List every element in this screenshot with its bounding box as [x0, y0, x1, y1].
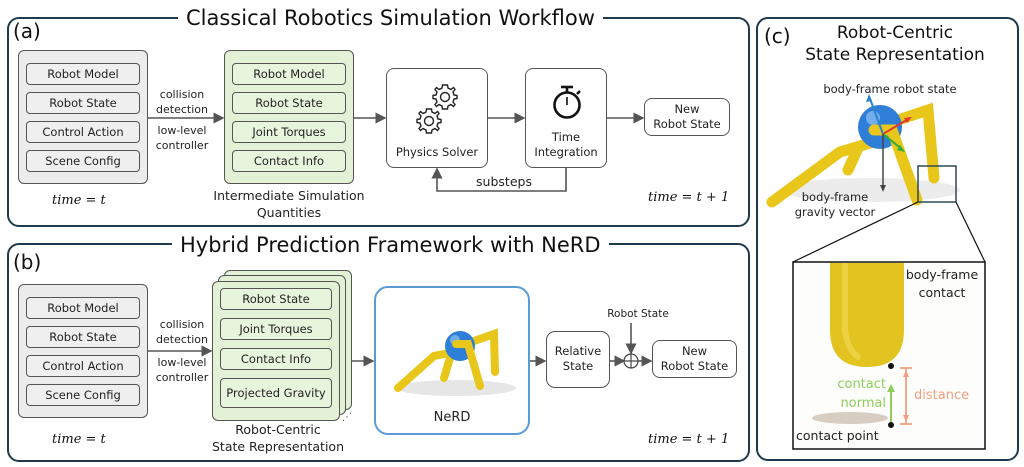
- panel-b-input-group: Robot Model Robot State Control Action S…: [18, 284, 148, 418]
- title-line: State Representation: [805, 45, 985, 65]
- panel-a-title: Classical Robotics Simulation Workflow: [178, 3, 603, 33]
- robot-leg: [440, 354, 454, 382]
- input-control-action: Control Action: [26, 355, 140, 377]
- caption-line: Robot-Centric: [235, 422, 321, 437]
- input-robot-state: Robot State: [26, 92, 140, 114]
- input-robot-model: Robot Model: [26, 297, 140, 319]
- body-frame-contact-label: body-frame contact: [900, 266, 984, 302]
- panel-a-controller-label: low-level controller: [152, 123, 212, 153]
- label-line: contact: [918, 285, 966, 300]
- panel-a-new-robot-state: New Robot State: [644, 98, 730, 136]
- representation-contact-info: Contact Info: [220, 348, 332, 370]
- relative-state-line-2: State: [562, 359, 594, 373]
- panel-b-representation-group: Robot State Joint Torques Contact Info P…: [212, 281, 340, 421]
- input-robot-model: Robot Model: [26, 63, 140, 85]
- time-integration-label-1: Time: [551, 130, 581, 144]
- label-line: detection: [156, 103, 208, 116]
- label-line: collision: [159, 88, 205, 101]
- gears-icon: [416, 84, 458, 134]
- time-integration-box: Time Integration: [525, 68, 607, 168]
- label-line: contact: [837, 377, 886, 392]
- contact-point-label: contact point: [796, 428, 879, 443]
- body-frame-state-label: body-frame robot state: [823, 82, 957, 96]
- label-line: low-level: [157, 124, 207, 137]
- representation-projected-gravity: Projected Gravity: [220, 378, 332, 408]
- relative-state-line-1: Relative: [554, 344, 602, 358]
- label-line: body-frame: [801, 190, 869, 204]
- physics-solver-box: Physics Solver: [386, 68, 488, 168]
- panel-a-collision-label: collision detection: [152, 87, 212, 117]
- substeps-label: substeps: [476, 174, 532, 189]
- label-line: gravity vector: [794, 205, 876, 219]
- nerd-label: NeRD: [433, 410, 471, 425]
- panel-a-time-start: time = t: [52, 193, 106, 208]
- panel-c-title: Robot-Centric State Representation: [790, 22, 1000, 66]
- panel-a-input-group: Robot Model Robot State Control Action S…: [18, 50, 148, 184]
- label-line: low-level: [157, 356, 207, 369]
- intermediate-contact-info: Contact Info: [232, 150, 346, 172]
- label-line: collision: [159, 318, 205, 331]
- caption-line: Quantities: [256, 205, 322, 220]
- panel-a-letter: (a): [13, 19, 41, 43]
- panel-b-representation-caption: Robot-Centric State Representation: [198, 421, 358, 455]
- panel-b-controller-label: low-level controller: [152, 355, 212, 385]
- robot-state-input-label: Robot State: [607, 308, 669, 320]
- physics-solver-label: Physics Solver: [395, 145, 479, 159]
- label-line: controller: [155, 371, 209, 384]
- input-scene-config: Scene Config: [26, 150, 140, 172]
- intermediate-robot-model: Robot Model: [232, 63, 346, 85]
- label-line: controller: [155, 139, 209, 152]
- input-control-action: Control Action: [26, 121, 140, 143]
- panel-b-time-start: time = t: [52, 432, 106, 447]
- input-scene-config: Scene Config: [26, 384, 140, 406]
- representation-joint-torques: Joint Torques: [220, 318, 332, 340]
- panel-b-title: Hybrid Prediction Framework with NeRD: [172, 230, 609, 260]
- panel-b-letter: (b): [13, 250, 42, 274]
- relative-state-box: Relative State: [546, 331, 610, 388]
- robot-shadow: [396, 380, 516, 396]
- input-robot-state: Robot State: [26, 326, 140, 348]
- new-robot-state-line-2: Robot State: [653, 117, 721, 131]
- robot-leg: [452, 340, 484, 390]
- time-integration-label-2: Integration: [534, 145, 598, 159]
- panel-a-intermediate-group: Robot Model Robot State Joint Torques Co…: [224, 50, 354, 184]
- gravity-vector-label: body-frame gravity vector: [780, 190, 890, 220]
- panel-a-time-end: time = t + 1: [648, 190, 730, 205]
- robot-illustration: [394, 328, 516, 396]
- panel-b-collision-label: collision detection: [152, 317, 212, 347]
- intermediate-joint-torques: Joint Torques: [232, 121, 346, 143]
- distance-label: distance: [914, 388, 970, 403]
- label-line: body-frame: [905, 267, 979, 282]
- label-line: normal: [840, 396, 886, 411]
- new-robot-state-line-1: New: [681, 344, 708, 358]
- caption-line: Intermediate Simulation: [213, 188, 365, 203]
- panel-b-time-end: time = t + 1: [648, 432, 730, 447]
- panel-a-intermediate-caption: Intermediate Simulation Quantities: [206, 187, 372, 221]
- intermediate-robot-state: Robot State: [232, 92, 346, 114]
- label-line: detection: [156, 333, 208, 346]
- new-robot-state-line-2: Robot State: [660, 359, 729, 373]
- panel-c-letter: (c): [764, 24, 791, 48]
- new-robot-state-line-1: New: [674, 102, 700, 116]
- stopwatch-icon: [553, 85, 581, 119]
- caption-line: State Representation: [212, 439, 344, 454]
- contact-normal-label: contact normal: [826, 375, 886, 413]
- panel-b-new-robot-state: New Robot State: [652, 340, 737, 378]
- representation-robot-state: Robot State: [220, 288, 332, 310]
- title-line: Robot-Centric: [836, 23, 954, 43]
- nerd-model-box: NeRD: [374, 286, 530, 435]
